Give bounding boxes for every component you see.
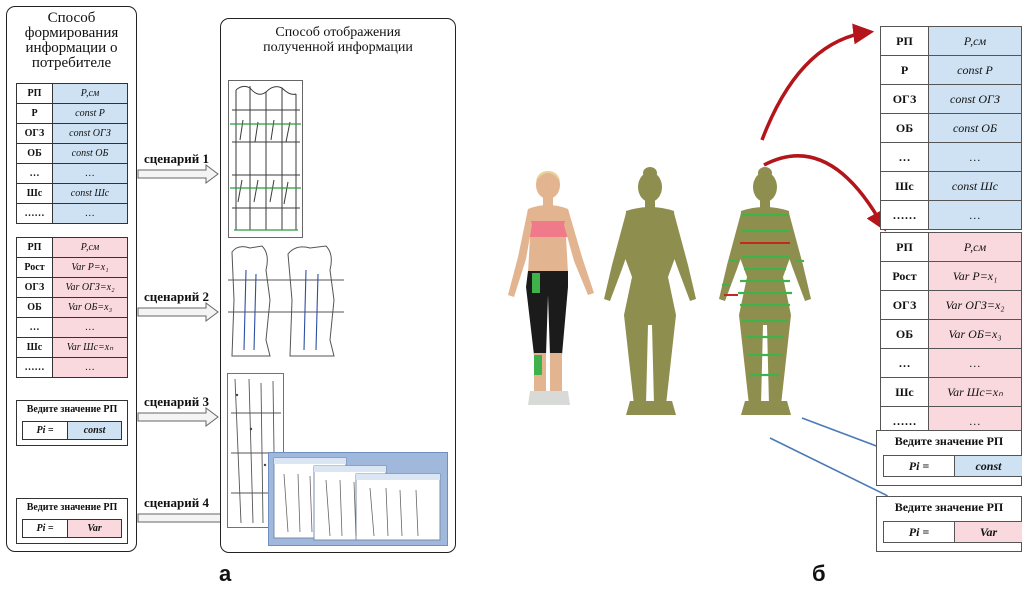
software-windows	[270, 454, 446, 544]
input-var-row[interactable]: Pi = Var	[22, 519, 122, 538]
display-info-heading: Способ отображения полученной информации	[226, 25, 450, 55]
b-input-var-row[interactable]: Pi = Var	[883, 521, 1022, 543]
panel-b-letter: б	[812, 561, 826, 587]
pattern-drawing-1	[228, 80, 303, 238]
scenario-3-label: сценарий 3	[144, 394, 209, 410]
scenario-3-arrow	[138, 408, 218, 426]
scenario-4-label: сценарий 4	[144, 495, 209, 511]
olive-body-1	[604, 167, 696, 415]
red-arrow-to-const-table	[762, 32, 870, 140]
scenario-1-label: сценарий 1	[144, 151, 209, 167]
input-const-row[interactable]: Pi = const	[22, 421, 122, 440]
b-input-const-box: Ведите значение РП Pi = const	[876, 430, 1022, 486]
pattern-drawing-2	[226, 240, 346, 362]
scenario-4-arrow	[138, 509, 226, 527]
panel-a-letter: а	[219, 561, 231, 587]
scenario-2-arrow	[138, 303, 218, 321]
input-const-box: Ведите значение РП Pi = const	[16, 400, 128, 446]
scenario-1-arrow	[138, 165, 218, 183]
woman-figure	[508, 171, 594, 405]
scenario-2-label: сценарий 2	[144, 289, 209, 305]
scenario-arrows	[136, 150, 226, 530]
input-var-box: Ведите значение РП Pi = Var	[16, 498, 128, 544]
b-input-const-row[interactable]: Pi = const	[883, 455, 1022, 477]
consumer-info-heading: Способ формирования информации о потреби…	[10, 11, 133, 71]
red-arrow-to-var-table	[764, 156, 884, 228]
b-input-var-box: Ведите значение РП Pi = Var	[876, 496, 1022, 552]
